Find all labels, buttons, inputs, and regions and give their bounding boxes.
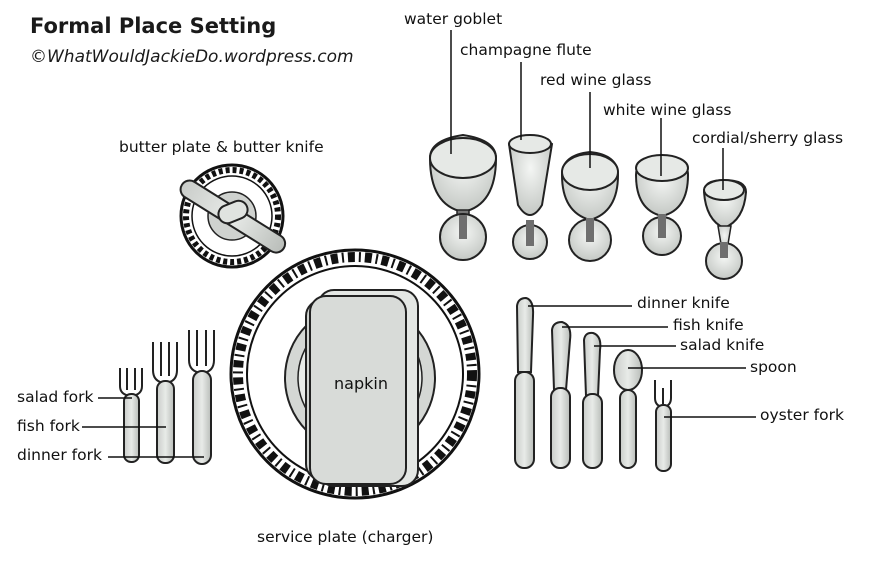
- credit-text: ©WhatWouldJackieDo.wordpress.com: [30, 47, 354, 67]
- cutlery-leader-lines: [528, 305, 756, 418]
- spoon-icon: [613, 349, 643, 469]
- dinner-knife-icon: [514, 296, 535, 469]
- dinner-fork-label: dinner fork: [17, 446, 102, 464]
- service-plate-label: service plate (charger): [257, 528, 434, 546]
- page-title: Formal Place Setting: [30, 14, 277, 38]
- cordial-sherry-glass-label: cordial/sherry glass: [692, 129, 844, 147]
- fish-knife-label: fish knife: [673, 316, 744, 334]
- oyster-fork-label: oyster fork: [760, 406, 844, 424]
- salad-fork-label: salad fork: [17, 388, 94, 406]
- oyster-fork-icon: [654, 380, 672, 472]
- fish-fork-label: fish fork: [17, 417, 80, 435]
- water-goblet-label: water goblet: [404, 10, 503, 28]
- fish-fork-icon: [152, 342, 178, 464]
- champagne-flute-icon: [507, 134, 554, 260]
- napkin-icon: [305, 289, 419, 487]
- white-wine-glass-label: white wine glass: [603, 101, 732, 119]
- glass-leader-lines: [450, 30, 724, 190]
- red-wine-glass-label: red wine glass: [540, 71, 652, 89]
- white-wine-glass-icon: [634, 154, 690, 256]
- cordial-sherry-glass-icon: [702, 178, 748, 280]
- fish-knife-icon: [550, 320, 572, 469]
- salad-fork-icon: [119, 368, 143, 463]
- champagne-flute-label: champagne flute: [460, 41, 592, 59]
- dinner-knife-label: dinner knife: [637, 294, 730, 312]
- spoon-label: spoon: [750, 358, 797, 376]
- dinner-fork-icon: [188, 330, 215, 465]
- butter-plate-label: butter plate & butter knife: [119, 138, 324, 156]
- salad-knife-icon: [582, 331, 603, 469]
- butter-plate-icon: [179, 163, 287, 269]
- fork-leader-lines: [82, 397, 204, 458]
- salad-knife-label: salad knife: [680, 336, 765, 354]
- red-wine-glass-icon: [560, 150, 620, 262]
- water-goblet-icon: [428, 133, 498, 261]
- napkin-label: napkin: [334, 374, 388, 393]
